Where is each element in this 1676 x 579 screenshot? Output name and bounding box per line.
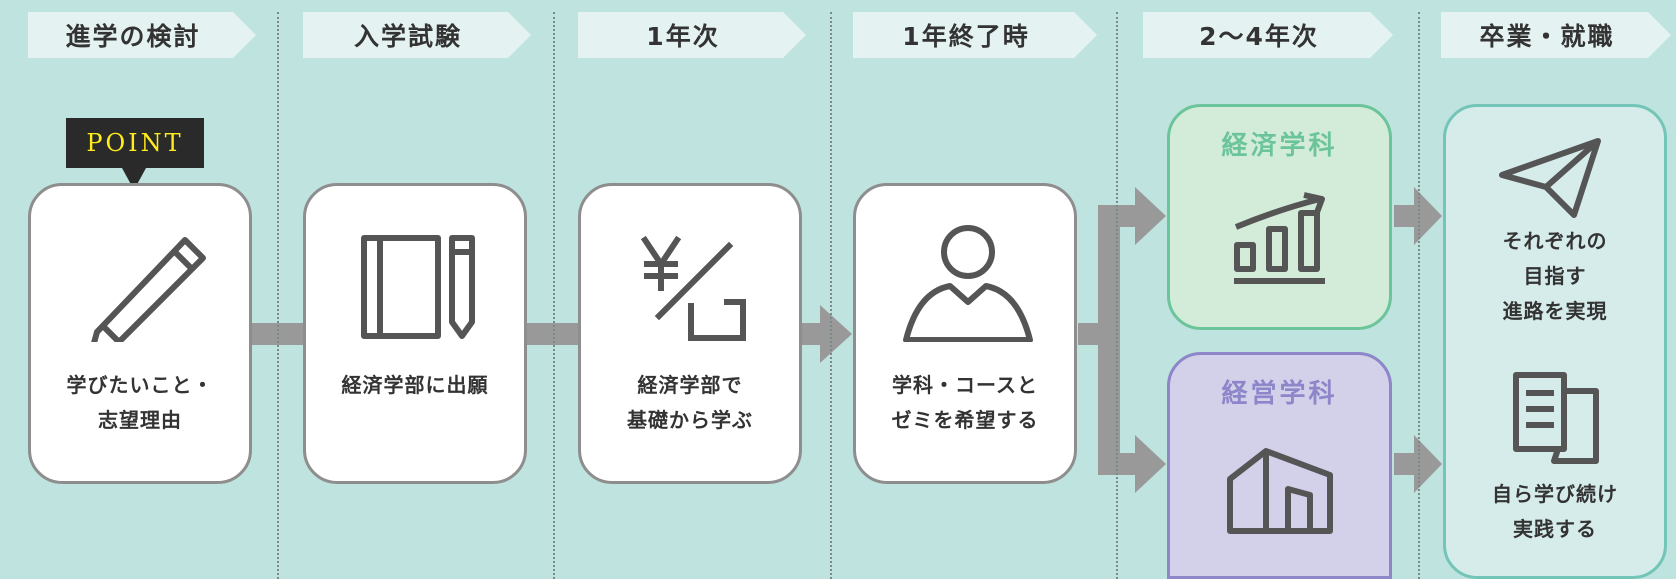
department-management: 経営学科	[1167, 352, 1392, 579]
connector-1-2	[250, 323, 310, 345]
step-label: 学科・コースと ゼミを希望する	[891, 373, 1039, 432]
goal-label: それぞれの 目指す 進路を実現	[1502, 229, 1608, 323]
point-tag: POINT	[66, 118, 204, 168]
yen-exchange-icon	[581, 222, 799, 342]
step-label: 経済学部に出願	[341, 373, 489, 397]
notebook-pen-icon	[306, 222, 524, 342]
divider	[830, 12, 832, 579]
divider	[553, 12, 555, 579]
building-icon	[1170, 445, 1389, 545]
department-title: 経営学科	[1221, 379, 1338, 409]
pencil-icon	[31, 222, 249, 342]
stage-label: 1年終了時	[902, 22, 1030, 51]
person-icon	[856, 222, 1074, 342]
divider	[1116, 12, 1118, 579]
step-label: 経済学部で 基礎から学ぶ	[627, 373, 753, 432]
stage-label: 卒業・就職	[1479, 22, 1615, 51]
goal-label: 自ら学び続け 実践する	[1492, 482, 1618, 541]
stage-header-year1: 1年次	[578, 12, 806, 58]
branch-trunk	[1098, 205, 1120, 475]
dept2-out-shaft	[1394, 453, 1416, 475]
stage-header-year2-4: 2〜4年次	[1143, 12, 1393, 58]
documents-icon	[1446, 369, 1664, 469]
step-card-motivation: 学びたいこと・ 志望理由	[28, 183, 252, 484]
stage-label: 入学試験	[353, 22, 462, 51]
connector-3-4	[800, 323, 822, 345]
paper-plane-icon	[1446, 135, 1664, 225]
stage-header-consider: 進学の検討	[28, 12, 256, 58]
stage-label: 1年次	[646, 22, 720, 51]
branch-top-arrow	[1135, 187, 1166, 245]
step-card-apply: 経済学部に出願	[303, 183, 527, 484]
arrow-3-4	[820, 305, 852, 363]
branch-top-shaft	[1098, 205, 1138, 227]
stage-header-year1-end: 1年終了時	[853, 12, 1097, 58]
career-goal-panel: それぞれの 目指す 進路を実現 自ら学び続け 実践する	[1443, 104, 1667, 579]
step-card-choose-course: 学科・コースと ゼミを希望する	[853, 183, 1077, 484]
connector-2-3	[525, 323, 585, 345]
dept2-out-arrow	[1414, 435, 1442, 493]
connector-4-branch	[1078, 323, 1098, 345]
divider	[277, 12, 279, 579]
step-card-basics: 経済学部で 基礎から学ぶ	[578, 183, 802, 484]
department-title: 経済学科	[1221, 131, 1338, 161]
stage-header-exam: 入学試験	[303, 12, 531, 58]
branch-bottom-shaft	[1098, 453, 1138, 475]
stage-label: 進学の検討	[65, 22, 201, 51]
stage-label: 2〜4年次	[1199, 22, 1319, 51]
dept1-out-arrow	[1414, 187, 1442, 245]
dept1-out-shaft	[1394, 205, 1416, 227]
divider	[1418, 12, 1420, 579]
step-label: 学びたいこと・ 志望理由	[66, 373, 214, 432]
branch-bottom-arrow	[1135, 435, 1166, 493]
stage-header-graduation: 卒業・就職	[1441, 12, 1671, 58]
department-economics: 経済学科	[1167, 104, 1392, 330]
growth-chart-icon	[1170, 189, 1389, 289]
